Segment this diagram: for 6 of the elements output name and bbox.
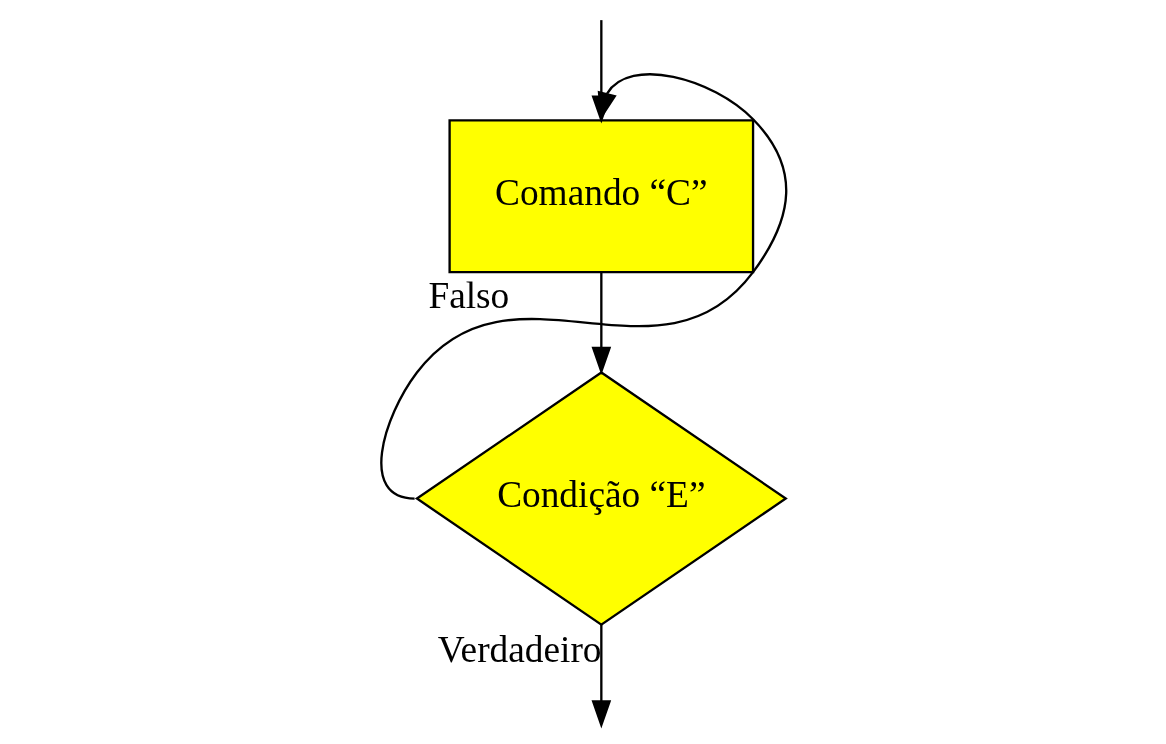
node-diamond: Condição “E” [414,370,788,626]
arrow [591,271,611,375]
edge-label: Verdadeiro [437,628,602,670]
edge-label: Falso [427,274,509,316]
arrow [591,624,611,728]
node-box: Comando “C” [447,118,754,273]
